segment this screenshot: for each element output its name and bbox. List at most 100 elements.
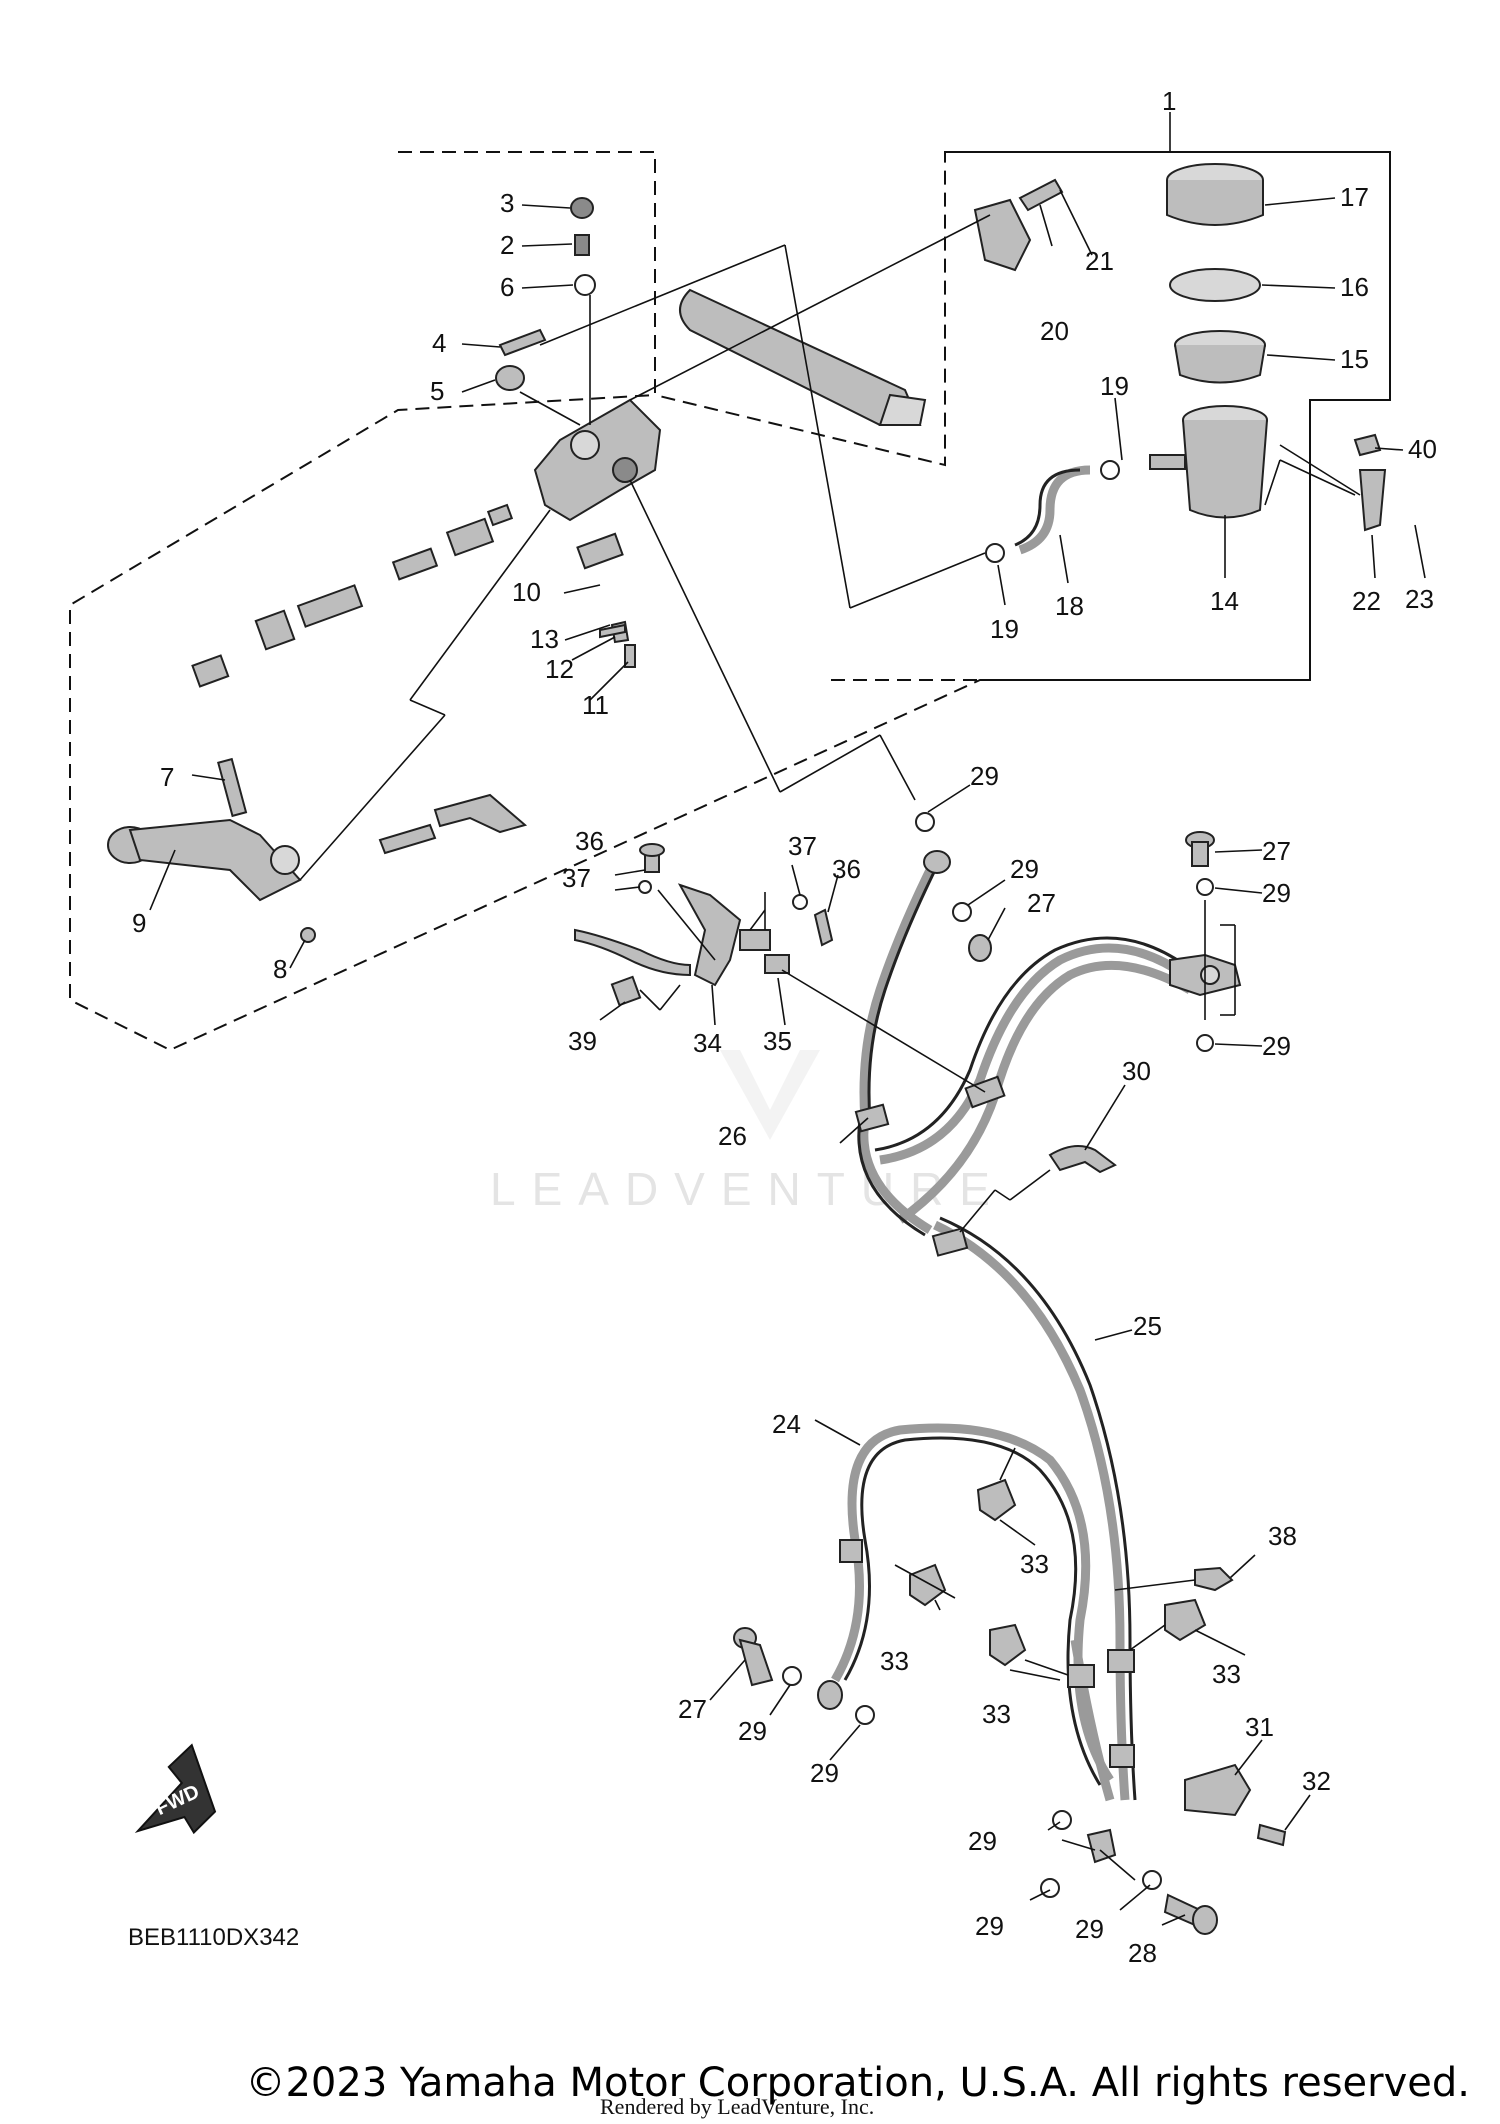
washer-6 (574, 274, 596, 296)
hose-bracket-34 (574, 883, 742, 987)
callout-29h: 29 (975, 1911, 1004, 1941)
master-cylinder-body (533, 398, 662, 522)
cap-3 (570, 197, 594, 219)
washer-37a (638, 880, 652, 894)
callout-29g: 29 (968, 1826, 997, 1856)
adjuster-spring (378, 793, 528, 855)
banjo-bolt-4 (498, 328, 547, 357)
callout-27a: 27 (1262, 836, 1291, 866)
callout-6: 6 (500, 272, 514, 302)
bleeder-2 (574, 234, 590, 256)
callout-37b: 37 (562, 863, 591, 893)
callout-28: 28 (1128, 1938, 1157, 1968)
callout-29i: 29 (1075, 1914, 1104, 1944)
bolt-32 (1256, 1823, 1287, 1847)
washer-37b (792, 894, 808, 910)
callout-32: 32 (1302, 1766, 1331, 1796)
callout-1: 1 (1162, 86, 1176, 116)
assembly-boundary-reservoir (830, 151, 1391, 681)
bolt-36a (639, 843, 665, 873)
assembly-boundary-left (69, 151, 1391, 1052)
pivot-pin-7 (217, 757, 248, 818)
callout-8: 8 (273, 954, 287, 984)
hose-grommets (839, 1075, 1135, 1768)
brake-hoses (831, 857, 1193, 1802)
bracket-31 (1184, 1763, 1252, 1817)
banjo-fitting-lower (1086, 1828, 1117, 1864)
reservoir-diaphragm (1174, 330, 1266, 384)
banjo-bolt-27-top (1185, 831, 1215, 867)
handlebar-clamp (679, 288, 927, 426)
callout-2: 2 (500, 230, 514, 260)
callout-30: 30 (1122, 1056, 1151, 1086)
callout-22: 22 (1352, 586, 1381, 616)
rendered-by-credit: Rendered by LeadVenture, Inc. (600, 2094, 875, 2119)
bolt-11 (624, 644, 636, 668)
callout-24: 24 (772, 1409, 801, 1439)
callout-19a: 19 (1100, 371, 1129, 401)
callout-20: 20 (1040, 316, 1069, 346)
hose-clamp-33b (909, 1563, 947, 1607)
callout-5: 5 (430, 376, 444, 406)
copyright-notice: ©2023 Yamaha Motor Corporation, U.S.A. A… (245, 2060, 1470, 2106)
callout-34: 34 (693, 1028, 722, 1058)
callout-14: 14 (1210, 586, 1239, 616)
brake-lever (107, 818, 302, 902)
callout-7: 7 (160, 762, 174, 792)
callout-4: 4 (432, 328, 446, 358)
clip-38 (1194, 1566, 1234, 1592)
grommet-39 (610, 975, 642, 1007)
callout-26: 26 (718, 1121, 747, 1151)
hose-clamp-33c (989, 1623, 1027, 1667)
callout-37a: 37 (788, 831, 817, 861)
callout-27b: 27 (1027, 888, 1056, 918)
callout-12: 12 (545, 654, 574, 684)
fwd-arrow: FWD (134, 1743, 217, 1835)
callout-15: 15 (1340, 344, 1369, 374)
callout-17: 17 (1340, 182, 1369, 212)
clamp-20 (973, 198, 1032, 272)
callout-29b: 29 (1010, 854, 1039, 884)
callout-38: 38 (1268, 1521, 1297, 1551)
callout-labels: 1 3 2 6 4 5 17 21 16 20 15 19 40 10 18 1… (132, 86, 1437, 1968)
bolt-36b (813, 908, 834, 947)
reservoir-cap (1166, 163, 1264, 226)
reservoir-tank (1149, 405, 1268, 519)
callout-27c: 27 (678, 1694, 707, 1724)
piston-kit (191, 503, 514, 688)
diagram-code: BEB1110DX342 (128, 1924, 299, 1951)
callout-36b: 36 (832, 854, 861, 884)
callout-33c: 33 (1212, 1659, 1241, 1689)
callout-29e: 29 (738, 1716, 767, 1746)
callout-40: 40 (1408, 434, 1437, 464)
callout-3: 3 (500, 188, 514, 218)
reservoir-bracket (1353, 433, 1387, 532)
callout-35: 35 (763, 1026, 792, 1056)
callout-21: 21 (1085, 246, 1114, 276)
banjo-bolt-28 (1163, 1893, 1218, 1935)
callout-9: 9 (132, 908, 146, 938)
banjo-bolt-27-lower (733, 1627, 774, 1687)
callout-33b: 33 (880, 1646, 909, 1676)
callout-33d: 33 (982, 1699, 1011, 1729)
hose-clamp-33d (1164, 1598, 1207, 1642)
callout-29a: 29 (970, 761, 999, 791)
callout-25: 25 (1133, 1311, 1162, 1341)
callout-36a: 36 (575, 826, 604, 856)
watermark-logo (720, 1050, 820, 1140)
clamp-35 (739, 929, 790, 974)
callout-18: 18 (1055, 591, 1084, 621)
nut-8 (300, 927, 316, 943)
bolt-21 (1018, 178, 1064, 212)
callout-16: 16 (1340, 272, 1369, 302)
callout-11: 11 (582, 690, 609, 720)
callout-10: 10 (512, 577, 541, 607)
hose-26-fitting (923, 850, 951, 874)
clip-12-13 (599, 623, 626, 639)
reservoir-plate (1169, 268, 1261, 302)
callout-39: 39 (568, 1026, 597, 1056)
callout-19b: 19 (990, 614, 1019, 644)
hose-clamp-33a (976, 1478, 1017, 1522)
callout-29c: 29 (1262, 878, 1291, 908)
callout-29f: 29 (810, 1758, 839, 1788)
